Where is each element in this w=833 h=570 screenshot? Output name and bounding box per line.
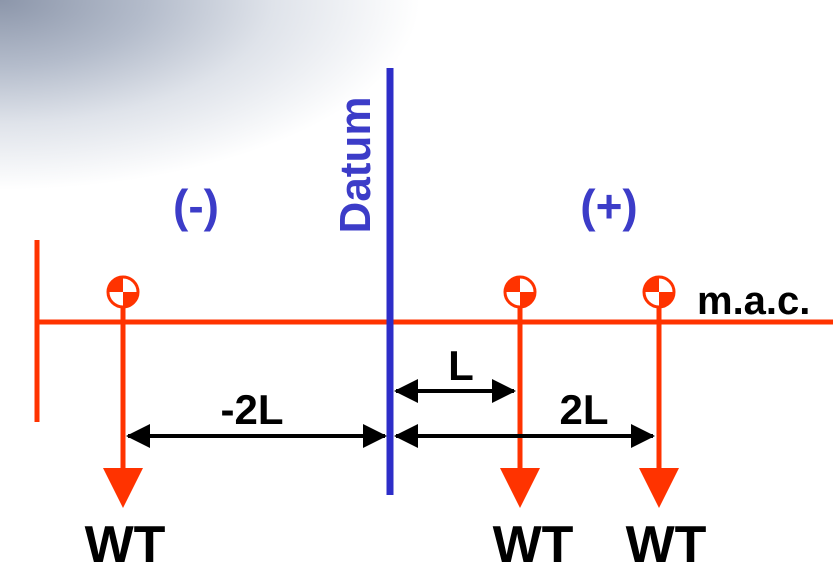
weight-label-right: WT — [626, 516, 707, 570]
weight-label-left: WT — [85, 516, 166, 570]
weight-label-mid: WT — [493, 516, 574, 570]
mac-label: m.a.c. — [697, 279, 810, 323]
dimension-label-neg-2l: -2L — [221, 386, 284, 433]
background-shading — [0, 0, 460, 200]
center-of-gravity-icon — [642, 275, 676, 309]
positive-label: (+) — [580, 180, 638, 232]
center-of-gravity-icon — [106, 275, 140, 309]
datum-label: Datum — [331, 97, 380, 234]
dimension-label-l: L — [448, 342, 474, 389]
center-of-gravity-icon — [503, 275, 537, 309]
negative-label: (-) — [173, 180, 219, 232]
dimension-label-2l: 2L — [559, 386, 608, 433]
